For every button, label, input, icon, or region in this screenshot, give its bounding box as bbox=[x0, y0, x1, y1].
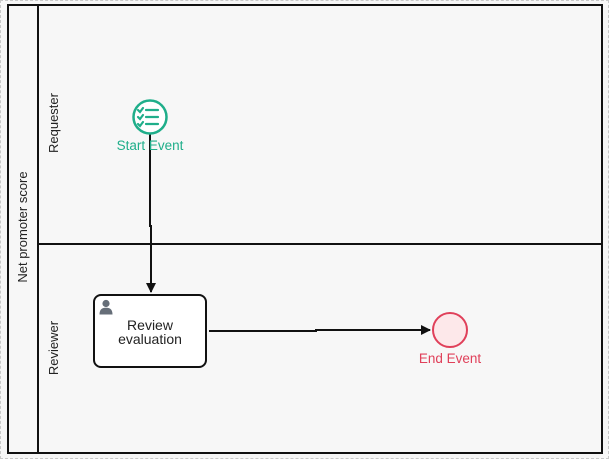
user-task-review-evaluation[interactable]: Review evaluation bbox=[93, 294, 207, 368]
lane-label-requester: Requester bbox=[46, 93, 61, 153]
lane-label-reviewer: Reviewer bbox=[46, 320, 61, 376]
pool-border[interactable] bbox=[7, 4, 603, 454]
task-label-line-1: Review bbox=[127, 317, 173, 333]
end-event-label: End Event bbox=[418, 351, 482, 366]
end-event[interactable] bbox=[432, 312, 468, 348]
sequence-flow-task-to-end[interactable] bbox=[209, 325, 431, 335]
task-label: Review evaluation bbox=[95, 318, 205, 346]
pool-label: Net promoter score bbox=[15, 171, 30, 283]
start-event-label: Start Event bbox=[116, 138, 184, 153]
sequence-flow-start-to-task[interactable] bbox=[146, 133, 156, 293]
start-event[interactable] bbox=[132, 99, 168, 135]
user-icon bbox=[99, 299, 113, 315]
checklist-icon bbox=[136, 106, 160, 128]
task-label-line-2: evaluation bbox=[118, 331, 182, 347]
